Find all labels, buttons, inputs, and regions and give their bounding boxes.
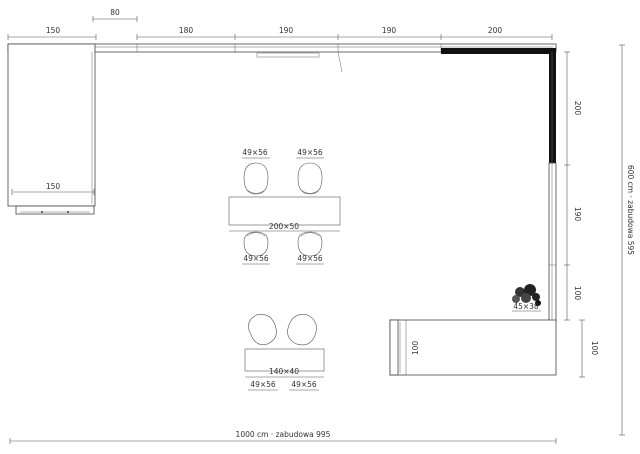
chair-bottom-right <box>297 231 323 257</box>
chair-small-dim-right: 49×56 <box>291 380 317 389</box>
chair-small-left <box>248 314 277 345</box>
dim-right-190: 190 <box>573 207 582 222</box>
dim-island-left-100: 100 <box>411 341 420 356</box>
plant-icon: 45×38 <box>512 284 541 312</box>
chair-dim-bottom-left: 49×56 <box>243 254 269 263</box>
table-small-dim: 140×40 <box>269 367 299 376</box>
dim-room-height: 600 cm · zabudowa 595 <box>626 165 635 255</box>
chair-dim-top-left: 49×56 <box>242 148 268 157</box>
dim-top-190-a: 190 <box>279 26 294 35</box>
table-140x40 <box>244 348 325 372</box>
bottom-dimension: 1000 cm · zabudowa 995 <box>9 430 557 444</box>
dining-table-main: 49×56 49×56 200×50 49×56 49×56 <box>228 148 341 265</box>
table-main-dim: 200×50 <box>269 222 299 231</box>
dim-left-cabinet-150: 150 <box>46 182 61 191</box>
dim-top-200: 200 <box>488 26 503 35</box>
chair-top-left <box>243 162 269 195</box>
chair-dim-top-right: 49×56 <box>297 148 323 157</box>
dim-top-150: 150 <box>46 26 61 35</box>
chair-small-right <box>287 314 317 346</box>
dim-top-190-b: 190 <box>382 26 397 35</box>
chair-top-right <box>297 162 323 195</box>
top-dimensions: 150 80 180 190 190 200 <box>7 8 553 40</box>
dim-room-width: 1000 cm · zabudowa 995 <box>236 430 331 439</box>
table-200x50 <box>228 196 341 226</box>
dim-right-200: 200 <box>573 101 582 116</box>
dim-top-180: 180 <box>179 26 194 35</box>
dim-right-100: 100 <box>573 286 582 301</box>
dim-island-right-100: 100 <box>590 341 599 356</box>
chair-dim-bottom-right: 49×56 <box>297 254 323 263</box>
island: 100 100 <box>389 319 599 378</box>
plant-dim: 45×38 <box>513 302 539 311</box>
right-dimensions: 200 190 100 600 cm · zabudowa 595 <box>564 44 635 436</box>
dim-top-80: 80 <box>110 8 120 17</box>
chair-small-dim-left: 49×56 <box>250 380 276 389</box>
chair-bottom-left <box>243 231 269 257</box>
kitchen-walls: 150 <box>7 43 557 324</box>
dining-table-small: 140×40 49×56 49×56 <box>244 314 325 391</box>
